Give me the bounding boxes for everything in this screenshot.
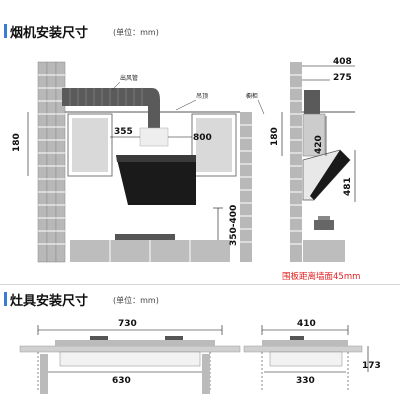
stove-side-body [243,336,363,367]
section-accent-bar-2 [4,292,7,306]
dim-180-left: 180 [12,133,22,152]
dim-800: 800 [193,133,212,143]
dim-173: 173 [362,361,381,371]
stove-front-body [19,336,241,367]
dim-630: 630 [112,376,131,386]
cabinet-label: 橱柜 [246,92,258,100]
exhaust-duct [62,88,160,128]
front-left-support [40,354,48,394]
dim-410: 410 [297,319,316,329]
dim-180-side: 180 [270,127,280,146]
hanger-label: 吊顶 [196,93,208,100]
front-right-support [202,354,210,394]
range-hood-body [116,127,196,205]
right-brick-wall [240,112,252,262]
brick-lines [38,74,65,245]
section-divider [0,284,400,285]
panel-wall-gap-note: 围板距离墙面45mm [282,272,361,282]
upper-cabinet-left [67,113,113,177]
dim-420: 420 [314,135,324,154]
base-cabinet [70,234,230,262]
side-pot [314,216,334,230]
section-accent-bar [4,24,7,38]
side-hood [302,149,351,201]
upper-cabinet-right [191,113,237,177]
range-hood-section-title: 烟机安装尺寸 [10,26,89,41]
dim-481: 481 [343,177,353,196]
dim-730: 730 [118,319,137,329]
dim-355: 355 [114,127,133,137]
stove-section-title: 灶具安装尺寸 [10,294,89,309]
range-hood-front-diagram: 出风管 吊顶 355 800 180 350-400 [12,57,356,263]
dim-408: 408 [333,57,352,67]
dim-275: 275 [333,73,352,83]
left-brick-wall [37,61,66,263]
duct-label: 出风管 [120,74,138,82]
side-base-cabinet [303,240,345,262]
dim-330: 330 [296,376,315,386]
side-cabinet [302,113,326,157]
side-wall [290,62,302,262]
stove-diagram: 730 630 410 330 173 [19,319,381,394]
dim-350-400: 350-400 [229,205,239,246]
stove-unit-label: (单位：mm) [113,296,159,305]
range-hood-unit-label: (单位：mm) [113,28,159,37]
